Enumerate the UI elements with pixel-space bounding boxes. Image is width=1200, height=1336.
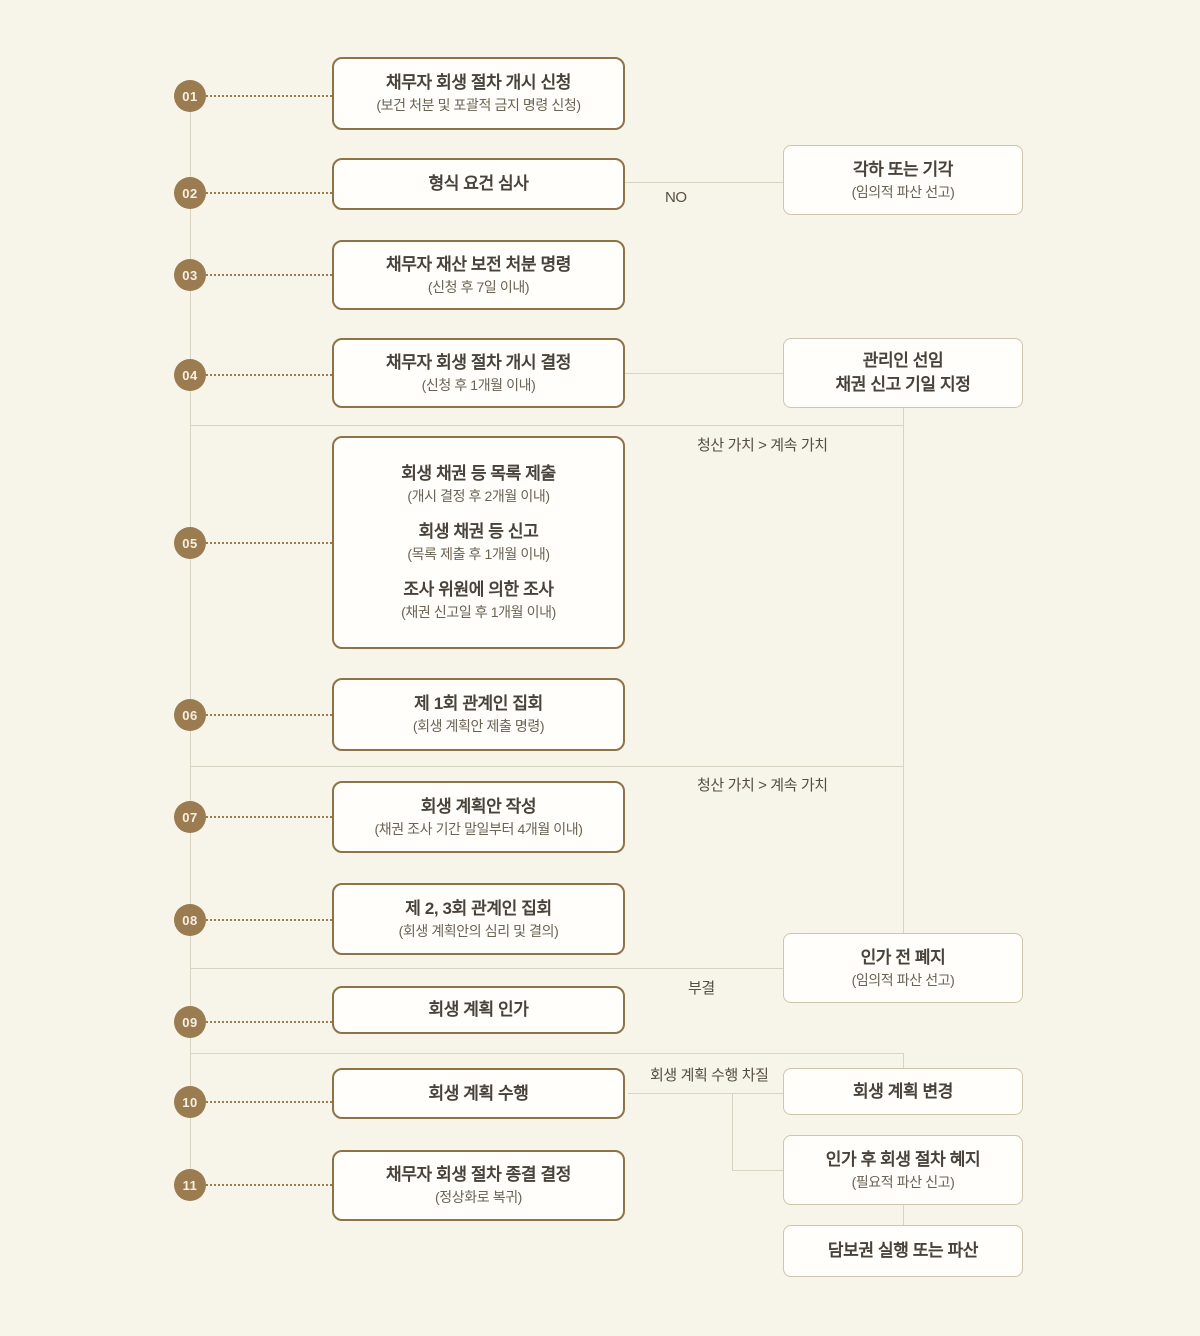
step-02-title: 형식 요건 심사 — [428, 174, 529, 193]
step-box-01: 채무자 회생 절차 개시 신청 (보건 처분 및 포괄적 금지 명령 신청) — [332, 57, 625, 130]
dismissal-subtitle: (임의적 파산 선고) — [851, 183, 955, 200]
step-box-08: 제 2, 3회 관계인 집회 (회생 계획안의 심리 및 결의) — [332, 883, 625, 955]
dotted-connector-11 — [206, 1184, 332, 1186]
step-circle-09: 09 — [174, 1006, 206, 1038]
step-08-subtitle: (회생 계획안의 심리 및 결의) — [398, 922, 559, 939]
edge-label-disruption: 회생 계획 수행 차질 — [650, 1067, 769, 1084]
plan-change-title: 회생 계획 변경 — [852, 1081, 954, 1101]
step-10-title: 회생 계획 수행 — [428, 1083, 529, 1103]
left-spine-line — [190, 96, 191, 1185]
step-circle-07: 07 — [174, 801, 206, 833]
security-title: 담보권 실행 또는 파산 — [827, 1241, 979, 1260]
branch-liquidation-1-line — [190, 425, 903, 426]
step-05-item-1-title: 회생 채권 등 목록 제출 — [401, 464, 556, 483]
dotted-connector-01 — [206, 95, 332, 97]
step-05-item-3-title: 조사 위원에 의한 조사 — [403, 580, 554, 599]
step-05-item-2-subtitle: (목록 제출 후 1개월 이내) — [407, 546, 550, 562]
step-09-title: 회생 계획 인가 — [428, 1000, 529, 1019]
dotted-connector-09 — [206, 1021, 332, 1023]
pre-repeal-title: 인가 전 폐지 — [860, 947, 946, 967]
dotted-connector-07 — [206, 816, 332, 818]
step-circle-05: 05 — [174, 527, 206, 559]
dotted-connector-03 — [206, 274, 332, 276]
branch-liquidation-2-line — [190, 766, 903, 767]
step-box-07: 회생 계획안 작성 (채권 조사 기간 말일부터 4개월 이내) — [332, 781, 625, 853]
dotted-connector-04 — [206, 374, 332, 376]
step-box-06: 제 1회 관계인 집회 (회생 계획안 제출 명령) — [332, 678, 625, 751]
step-05-item-1: 회생 채권 등 목록 제출 (개시 결정 후 2개월 이내) — [401, 462, 556, 507]
branch-plan-change-line — [190, 1053, 903, 1054]
dotted-connector-08 — [206, 919, 332, 921]
step-circle-01: 01 — [174, 80, 206, 112]
side-box-plan-change: 회생 계획 변경 — [783, 1068, 1023, 1115]
post-repeal-title: 인가 후 회생 절차 혜지 — [825, 1149, 981, 1169]
step-07-subtitle: (채권 조사 기간 말일부터 4개월 이내) — [374, 820, 583, 837]
step-circle-08: 08 — [174, 904, 206, 936]
step-08-title: 제 2, 3회 관계인 집회 — [405, 898, 552, 918]
dotted-connector-06 — [206, 714, 332, 716]
step-03-title: 채무자 재산 보전 처분 명령 — [386, 254, 571, 274]
step-box-11: 채무자 회생 절차 종결 결정 (정상화로 복귀) — [332, 1150, 625, 1221]
step-circle-04: 04 — [174, 359, 206, 391]
step-06-title: 제 1회 관계인 집회 — [414, 694, 543, 713]
step-box-02: 형식 요건 심사 — [332, 158, 625, 210]
branch-rejected-line — [190, 968, 783, 969]
step-circle-06: 06 — [174, 699, 206, 731]
side-box-pre-repeal: 인가 전 폐지 (임의적 파산 선고) — [783, 933, 1023, 1003]
connector-step02-dismissal — [625, 182, 783, 183]
step-11-subtitle: (정상화로 복귀) — [435, 1189, 522, 1205]
side-box-post-repeal: 인가 후 회생 절차 혜지 (필요적 파산 신고) — [783, 1135, 1023, 1205]
dotted-connector-05 — [206, 542, 332, 544]
edge-label-rejected: 부결 — [688, 980, 715, 997]
step-05-item-3-subtitle: (채권 신고일 후 1개월 이내) — [401, 604, 556, 620]
step-box-09: 회생 계획 인가 — [332, 986, 625, 1034]
step-03-subtitle: (신청 후 7일 이내) — [427, 278, 530, 295]
step-05-item-2: 회생 채권 등 신고 (목록 제출 후 1개월 이내) — [407, 520, 550, 565]
step-07-title: 회생 계획안 작성 — [420, 796, 537, 816]
step-box-04: 채무자 회생 절차 개시 결정 (신청 후 1개월 이내) — [332, 338, 625, 408]
step-04-subtitle: (신청 후 1개월 이내) — [421, 376, 536, 393]
step-circle-10: 10 — [174, 1086, 206, 1118]
dotted-connector-02 — [206, 192, 332, 194]
edge-label-liquidation-2: 청산 가치 > 계속 가치 — [697, 777, 828, 794]
step-circle-11: 11 — [174, 1169, 206, 1201]
side-box-custodian: 관리인 선임 채권 신고 기일 지정 — [783, 338, 1023, 408]
pre-repeal-subtitle: (임의적 파산 선고) — [851, 971, 955, 988]
dotted-connector-10 — [206, 1101, 332, 1103]
post-repeal-subtitle: (필요적 파산 신고) — [851, 1173, 955, 1190]
step-06-subtitle: (회생 계획안 제출 명령) — [412, 718, 545, 734]
edge-label-liquidation-1: 청산 가치 > 계속 가치 — [697, 437, 828, 454]
step-05-item-2-title: 회생 채권 등 신고 — [418, 522, 539, 541]
step-05-item-3: 조사 위원에 의한 조사 (채권 신고일 후 1개월 이내) — [401, 578, 556, 623]
edge-label-no: NO — [665, 189, 687, 206]
step-04-title: 채무자 회생 절차 개시 결정 — [386, 352, 571, 372]
step-01-title: 채무자 회생 절차 개시 신청 — [386, 73, 571, 92]
connector-post-repeal-security — [903, 1205, 904, 1225]
custodian-line1: 관리인 선임 — [862, 351, 944, 370]
step-box-10: 회생 계획 수행 — [332, 1068, 625, 1119]
right-vertical-line — [903, 408, 904, 933]
connector-step10-drop — [732, 1093, 733, 1170]
connector-post-repeal — [732, 1170, 783, 1171]
step-11-title: 채무자 회생 절차 종결 결정 — [386, 1165, 571, 1184]
custodian-line2: 채권 신고 기일 지정 — [835, 375, 971, 394]
step-box-05: 회생 채권 등 목록 제출 (개시 결정 후 2개월 이내) 회생 채권 등 신… — [332, 436, 625, 649]
step-box-03: 채무자 재산 보전 처분 명령 (신청 후 7일 이내) — [332, 240, 625, 310]
connector-step04-custodian — [625, 373, 783, 374]
branch-plan-change-drop — [903, 1053, 904, 1068]
dismissal-title: 각하 또는 기각 — [852, 159, 954, 179]
step-circle-02: 02 — [174, 177, 206, 209]
step-01-subtitle: (보건 처분 및 포괄적 금지 명령 신청) — [376, 97, 581, 113]
step-circle-03: 03 — [174, 259, 206, 291]
connector-step10-plan-change — [628, 1093, 783, 1094]
side-box-dismissal: 각하 또는 기각 (임의적 파산 선고) — [783, 145, 1023, 215]
side-box-security: 담보권 실행 또는 파산 — [783, 1225, 1023, 1277]
step-05-item-1-subtitle: (개시 결정 후 2개월 이내) — [407, 488, 550, 504]
